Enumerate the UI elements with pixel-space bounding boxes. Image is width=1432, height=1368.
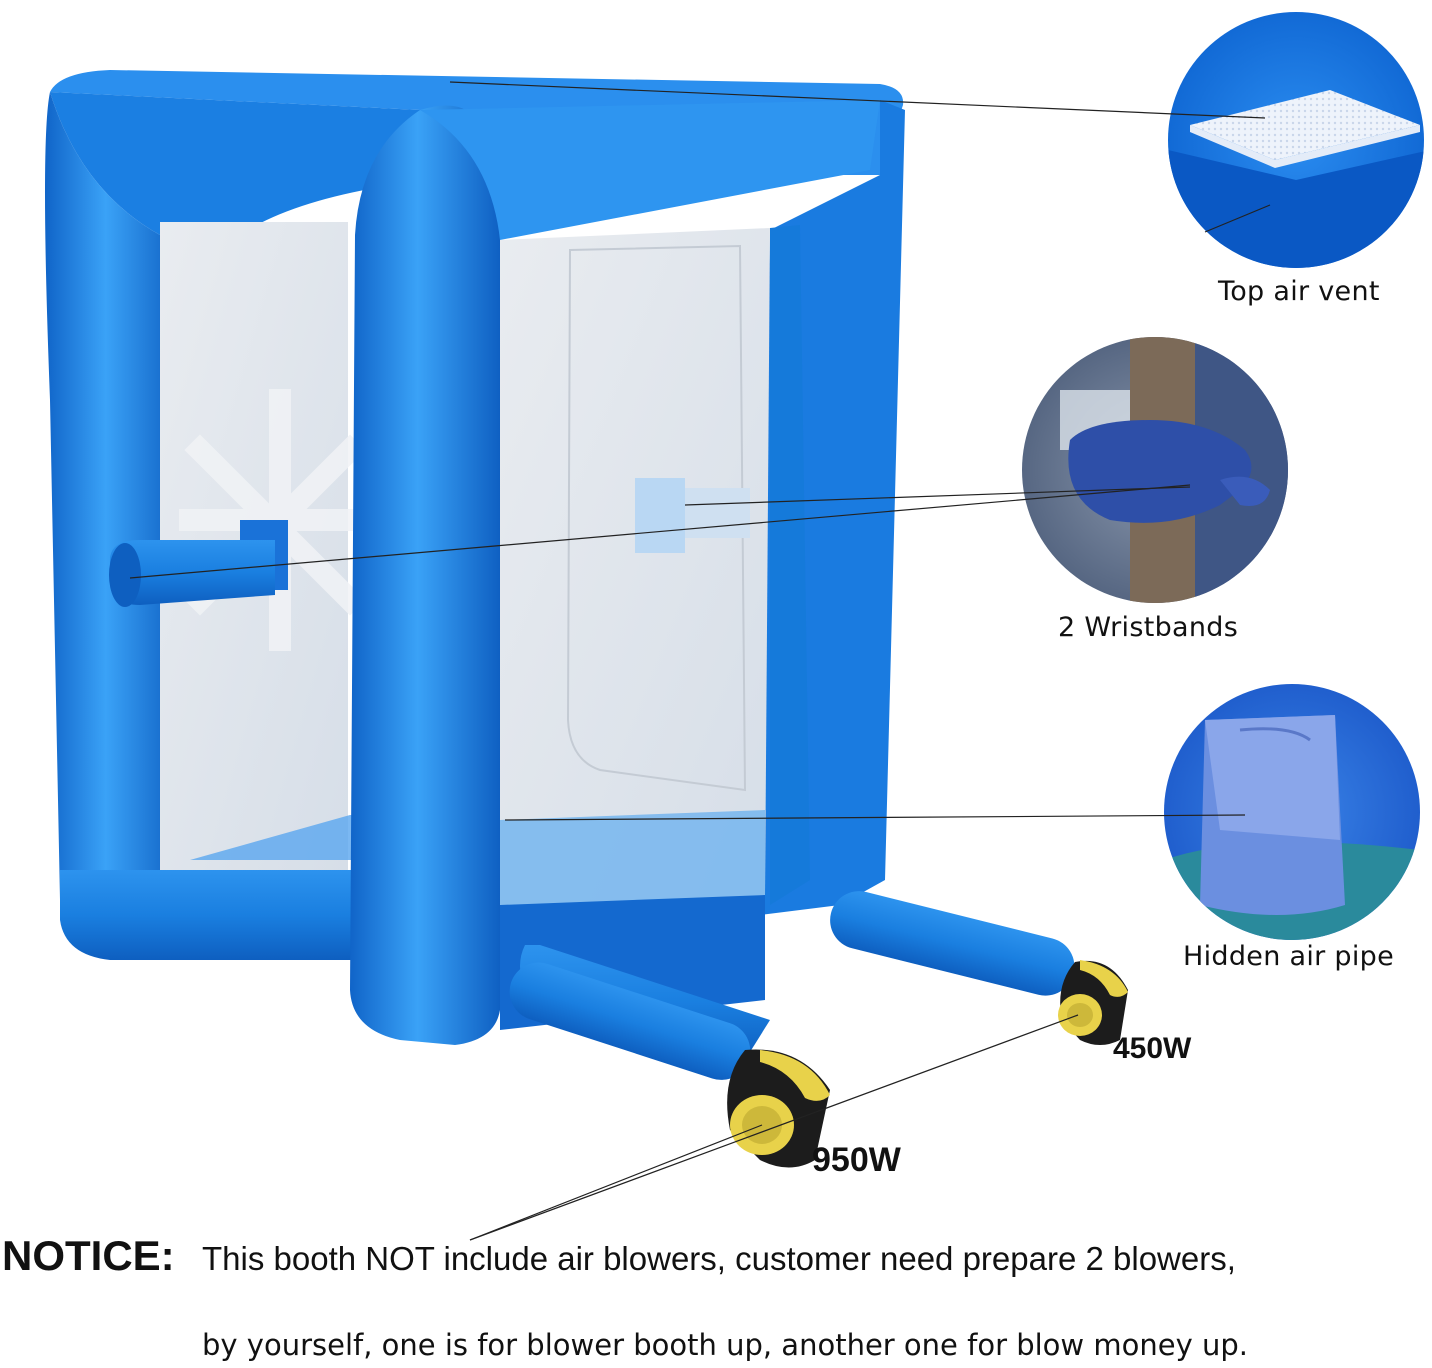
hidden-pipe-detail	[1164, 684, 1420, 940]
blower-950w-label: 950W	[812, 1141, 901, 1179]
notice-line-1: This booth NOT include air blowers, cust…	[202, 1240, 1236, 1277]
wristbands-label: 2 Wristbands	[1058, 612, 1239, 643]
wristbands-detail	[1022, 337, 1288, 603]
blower-450w	[1058, 960, 1128, 1045]
hidden-air-pipe-label: Hidden air pipe	[1183, 941, 1395, 972]
top-air-vent-label: Top air vent	[1218, 276, 1380, 307]
blower-450w-label: 450W	[1113, 1032, 1192, 1065]
top-vent-detail	[1168, 12, 1424, 268]
leader-lines	[129, 81, 1271, 1241]
air-pipe-left	[509, 945, 770, 1080]
notice-line-2: by yourself, one is for blower booth up,…	[202, 1328, 1248, 1362]
air-pipe-right	[830, 891, 1075, 996]
booth-body	[45, 70, 905, 1045]
notice-heading: NOTICE:	[2, 1232, 175, 1279]
